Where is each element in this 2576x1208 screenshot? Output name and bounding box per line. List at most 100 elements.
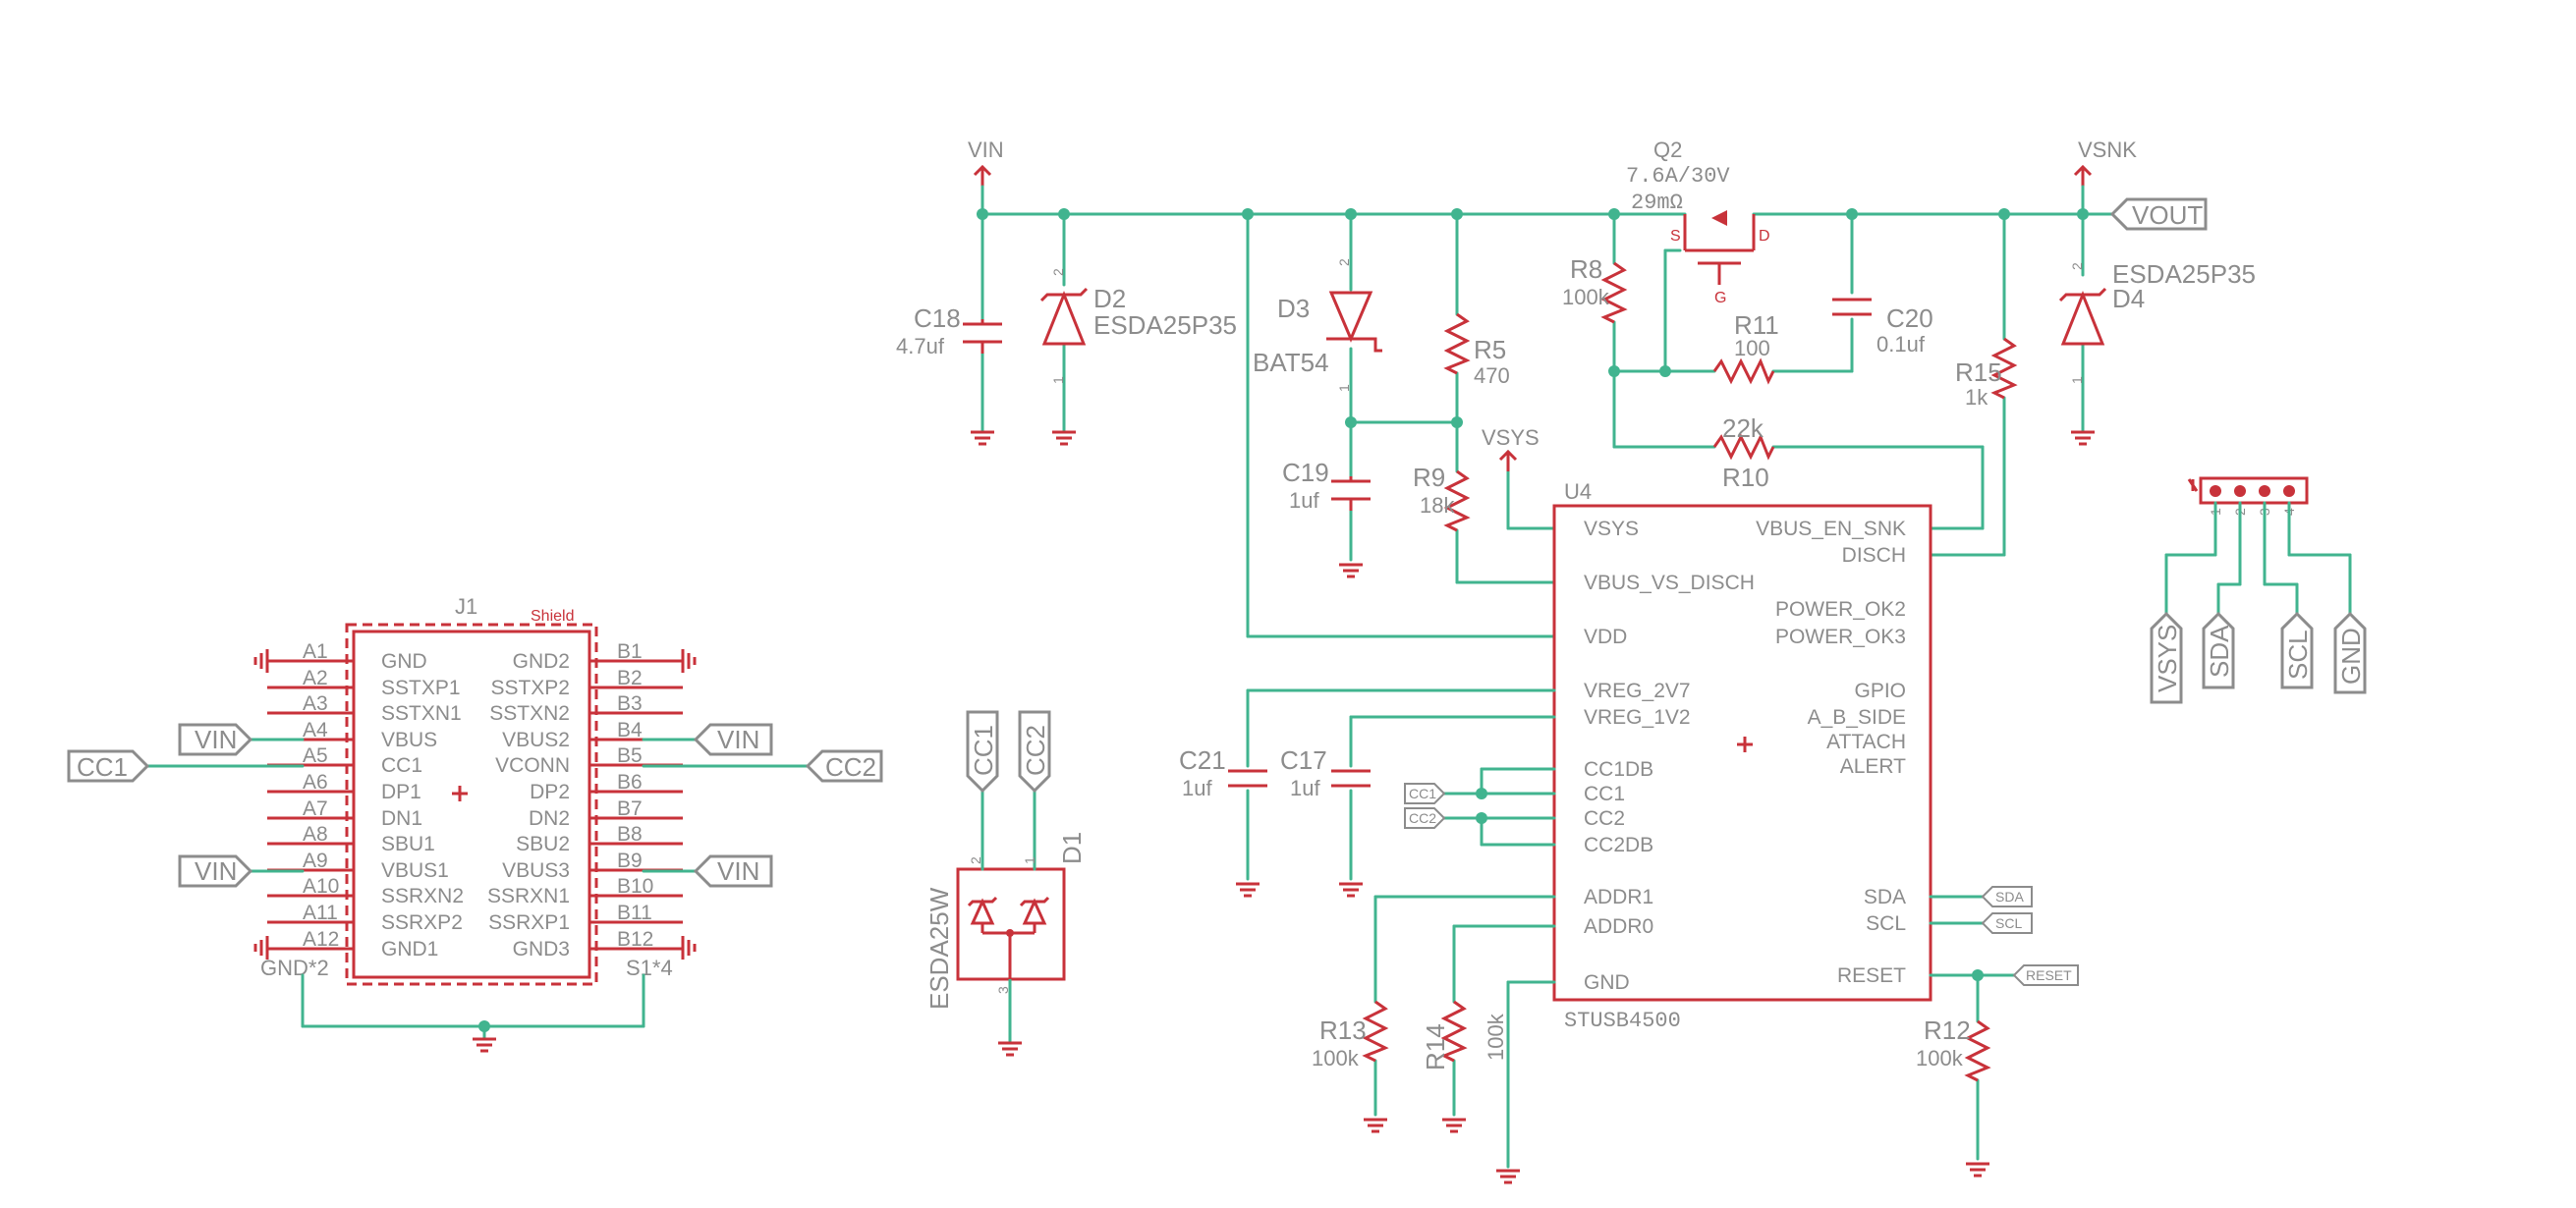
u4-right-pin-names: VBUS_EN_SNKDISCHPOWER_OK2POWER_OK3GPIOA_… — [1756, 518, 1906, 987]
tvs-diode-d4: ESDA25P35 D4 — [2058, 259, 2256, 446]
ic-u4-stusb4500: U4 STUSB4500 — [1552, 479, 1932, 1033]
cc2-small-flag: CC2 — [1404, 807, 1446, 829]
j1-vin-flag-a9: VIN — [178, 854, 305, 888]
svg-text:RESET: RESET — [2026, 967, 2072, 983]
j1-pin-name-a12: GND1 — [381, 938, 438, 961]
gnd-b1 — [681, 647, 697, 675]
header-wires — [2164, 501, 2352, 616]
mosfet-q2: Q2 7.6A/30V 29mΩ S D G — [1626, 137, 1770, 306]
vout-net-flag: VOUT — [2081, 197, 2208, 231]
gnd-u4 — [1494, 1169, 1522, 1184]
u4-pin-addr1: ADDR1 — [1584, 886, 1653, 908]
power-rail-wires — [980, 212, 2119, 638]
svg-text:D1: D1 — [1057, 832, 1087, 864]
svg-text:BAT54: BAT54 — [1253, 348, 1329, 377]
svg-text:VIN: VIN — [717, 725, 759, 754]
svg-text:VSNK: VSNK — [2078, 137, 2137, 162]
j1-cc2-flag: CC2 — [642, 749, 883, 783]
j1-pin-num-a1: A1 — [303, 640, 328, 663]
j1-pin-num-b2: B2 — [617, 667, 643, 689]
j1-pin-num-b10: B10 — [617, 875, 653, 898]
j1-pin-name-b9: VBUS3 — [502, 859, 570, 882]
j1-vin-flag-b9: VIN — [642, 854, 773, 888]
svg-text:1uf: 1uf — [1289, 488, 1319, 513]
resistor-r5: R5 470 — [1443, 312, 1510, 388]
tvs-diode-d2: D2 ESDA25P35 — [1039, 284, 1237, 446]
svg-text:VIN: VIN — [195, 725, 237, 754]
svg-text:CC1: CC1 — [1409, 786, 1436, 801]
svg-text:C20: C20 — [1886, 303, 1933, 333]
svg-text:D: D — [1759, 228, 1770, 245]
j1-vin-flag-b4: VIN — [642, 723, 773, 756]
svg-text:SCL: SCL — [1995, 915, 2022, 931]
tvs-array-d1: D1 ESDA25W 2 1 3 — [924, 789, 1087, 1057]
header-scl-flag: SCL — [2280, 611, 2314, 689]
u4-pin-gnd: GND — [1584, 971, 1630, 994]
j1-pin-name-a10: SSRXN2 — [381, 885, 464, 907]
u4-pin-reset: RESET — [1837, 964, 1906, 987]
svg-text:470: 470 — [1474, 363, 1510, 388]
cc1-small-flag: CC1 — [1404, 783, 1446, 804]
j1-pin-num-a11: A11 — [303, 902, 338, 924]
j1-pin-num-b8: B8 — [617, 823, 643, 846]
j1-pin-name-a3: SSTXN1 — [381, 702, 462, 725]
svg-text:R11: R11 — [1734, 310, 1779, 340]
svg-text:22k: 22k — [1722, 413, 1764, 443]
svg-text:Q2: Q2 — [1653, 137, 1682, 162]
svg-text:C19: C19 — [1282, 458, 1329, 487]
u4-pin-cc1db: CC1DB — [1584, 758, 1653, 781]
svg-text:U4: U4 — [1564, 479, 1592, 504]
u4-pin-vbus_en_snk: VBUS_EN_SNK — [1756, 518, 1906, 540]
svg-text:CC2: CC2 — [1409, 810, 1436, 826]
gnd-a1 — [253, 647, 269, 675]
svg-text:R9: R9 — [1413, 463, 1445, 492]
resistor-r14: R14 100k — [1421, 1000, 1508, 1133]
j1-pin-num-b7: B7 — [617, 797, 643, 820]
j1-pin-num-a8: A8 — [303, 823, 328, 846]
schottky-diode-d3: D3 BAT54 — [1253, 291, 1382, 377]
j1-pin-num-b11: B11 — [617, 902, 652, 924]
connector-j1-usbc: J1 Shield GND*2 S1*4 — [260, 594, 673, 986]
svg-text:100k: 100k — [1562, 285, 1610, 309]
svg-text:1: 1 — [2069, 376, 2085, 384]
svg-text:R14: R14 — [1421, 1023, 1450, 1071]
j1-vin-flag-a4: VIN — [178, 723, 305, 756]
svg-text:Shield: Shield — [531, 608, 574, 625]
svg-text:STUSB4500: STUSB4500 — [1564, 1009, 1681, 1033]
j1-pin-num-a6: A6 — [303, 771, 328, 794]
u4-pin-a_b_side: A_B_SIDE — [1808, 706, 1906, 729]
j1-pin-num-a5: A5 — [303, 744, 328, 767]
j1-pin-name-a8: SBU1 — [381, 833, 435, 855]
svg-text:29mΩ: 29mΩ — [1631, 191, 1683, 215]
j1-pin-num-a7: A7 — [303, 797, 328, 820]
capacitor-c21: C21 1uf — [1179, 745, 1267, 898]
j1-pin-name-a6: DP1 — [381, 781, 421, 803]
svg-text:1uf: 1uf — [1182, 776, 1212, 800]
addr-wires — [1373, 895, 1556, 1169]
j1-pin-name-a2: SSTXP1 — [381, 677, 461, 699]
svg-text:4.7uf: 4.7uf — [896, 334, 945, 358]
svg-text:2: 2 — [1050, 268, 1066, 276]
j1-pin-num-a10: A10 — [303, 875, 339, 898]
svg-text:G: G — [1714, 290, 1726, 306]
svg-text:D4: D4 — [2112, 284, 2145, 313]
j1-pin-name-b7: DN2 — [529, 807, 570, 830]
j1-pin-name-a9: VBUS1 — [381, 859, 449, 882]
j1-pin-name-b11: SSRXP1 — [488, 911, 570, 934]
j1-pin-num-a12: A12 — [303, 928, 339, 951]
svg-text:ESDA25P35: ESDA25P35 — [2112, 259, 2256, 289]
svg-text:100k: 100k — [1312, 1046, 1360, 1071]
sda-scl-reset-wires — [1929, 895, 2016, 1161]
svg-text:7.6A/30V: 7.6A/30V — [1626, 164, 1730, 189]
svg-text:1: 1 — [1336, 384, 1352, 392]
svg-text:ESDA25P35: ESDA25P35 — [1093, 310, 1237, 340]
resistor-r9: R9 18k — [1413, 463, 1471, 532]
j1-pin-num-a9: A9 — [303, 850, 328, 872]
u4-pin-vreg_2v7: VREG_2V7 — [1584, 680, 1691, 702]
svg-text:R12: R12 — [1924, 1016, 1971, 1045]
svg-text:J1: J1 — [455, 594, 477, 619]
j1-cc1-flag: CC1 — [67, 749, 305, 783]
svg-text:CC2: CC2 — [825, 752, 876, 782]
